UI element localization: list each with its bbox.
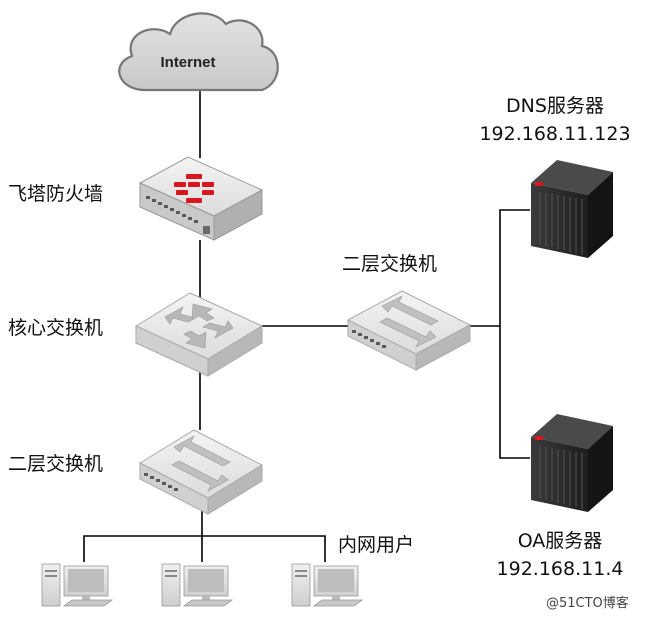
- dns-server-ip-label: 192.168.11.123: [479, 123, 631, 145]
- l2-switch-right-icon: [346, 290, 472, 371]
- cloud-label: Internet: [160, 54, 215, 71]
- oa-server-ip-label: 192.168.11.4: [496, 558, 624, 580]
- core-switch-icon: [134, 292, 264, 377]
- desktop-pc-icon: [291, 563, 364, 607]
- desktop-pc-icon: [41, 563, 114, 607]
- brand-logo-icon: [174, 174, 214, 203]
- intranet-users-label: 内网用户: [338, 534, 415, 556]
- link-servers-bus: [499, 209, 530, 459]
- dns-server-icon: [531, 160, 613, 258]
- watermark: @51CTO博客: [546, 596, 629, 611]
- link-users-bus: [83, 535, 326, 562]
- l2-switch-right-label: 二层交换机: [342, 253, 438, 275]
- oa-server-name-label: OA服务器: [517, 530, 603, 552]
- l2-switch-left-icon: [138, 429, 264, 515]
- dns-server-name-label: DNS服务器: [506, 95, 604, 117]
- firewall-label: 飞塔防火墙: [8, 183, 104, 205]
- connection-lines: [83, 88, 530, 562]
- desktop-pc-icon: [161, 563, 234, 607]
- cloud-icon: Internet: [118, 12, 279, 92]
- firewall-icon: [138, 156, 264, 241]
- core-switch-label: 核心交换机: [8, 317, 104, 339]
- oa-server-icon: [531, 414, 613, 512]
- l2-switch-left-label: 二层交换机: [8, 453, 104, 475]
